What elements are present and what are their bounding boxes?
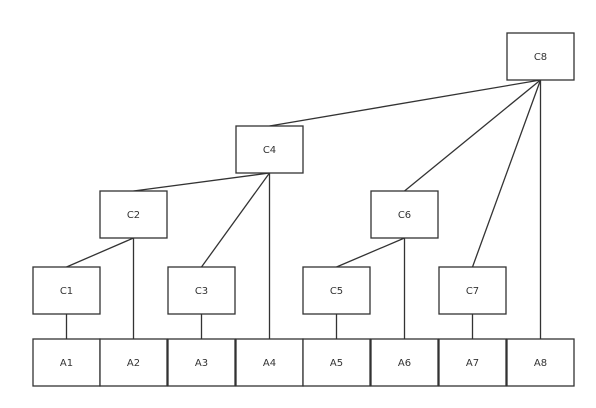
node-c2: C2 xyxy=(99,190,168,239)
edge-c8-c7 xyxy=(471,79,542,268)
node-label: C7 xyxy=(466,286,479,297)
node-box xyxy=(302,266,371,315)
node-c7: C7 xyxy=(438,266,507,315)
node-label: A1 xyxy=(60,358,73,369)
node-label: A7 xyxy=(466,358,479,369)
node-label: A3 xyxy=(195,358,208,369)
node-c1: C1 xyxy=(32,266,101,315)
node-label: A4 xyxy=(263,358,276,369)
node-box xyxy=(32,266,101,315)
node-box xyxy=(506,32,575,81)
node-label: A8 xyxy=(534,358,547,369)
edge-c8-c6 xyxy=(404,79,541,192)
node-c3: C3 xyxy=(167,266,236,315)
node-box xyxy=(32,338,101,387)
node-label: A6 xyxy=(398,358,411,369)
node-box xyxy=(438,266,507,315)
node-label: C3 xyxy=(195,286,208,297)
node-label: C1 xyxy=(60,286,73,297)
node-box xyxy=(235,338,304,387)
node-label: A5 xyxy=(330,358,343,369)
node-box xyxy=(438,338,507,387)
node-label: C2 xyxy=(127,210,140,221)
edge-c6-c5 xyxy=(336,237,405,268)
node-box xyxy=(370,338,439,387)
edges-layer xyxy=(65,79,542,339)
node-box xyxy=(167,338,236,387)
node-box xyxy=(99,190,168,239)
edge-c4-c2 xyxy=(133,172,270,192)
edge-c4-c3 xyxy=(200,172,271,268)
node-box xyxy=(506,338,575,387)
node-box xyxy=(167,266,236,315)
node-c5: C5 xyxy=(302,266,371,315)
node-a6: A6 xyxy=(370,338,439,387)
node-label: A2 xyxy=(127,358,140,369)
node-a1: A1 xyxy=(32,338,101,387)
node-label: C4 xyxy=(263,145,276,156)
node-c6: C6 xyxy=(370,190,439,239)
node-box xyxy=(99,338,168,387)
node-c8: C8 xyxy=(506,32,575,81)
edge-c2-c1 xyxy=(66,237,134,268)
node-a7: A7 xyxy=(438,338,507,387)
node-label: C6 xyxy=(398,210,411,221)
node-label: C8 xyxy=(534,52,547,63)
node-c4: C4 xyxy=(235,125,304,174)
node-box xyxy=(235,125,304,174)
node-label: C5 xyxy=(330,286,343,297)
node-a5: A5 xyxy=(302,338,371,387)
node-a2: A2 xyxy=(99,338,168,387)
node-box xyxy=(302,338,371,387)
edge-c8-c4 xyxy=(269,79,541,127)
node-a3: A3 xyxy=(167,338,236,387)
node-a4: A4 xyxy=(235,338,304,387)
node-box xyxy=(370,190,439,239)
node-a8: A8 xyxy=(506,338,575,387)
